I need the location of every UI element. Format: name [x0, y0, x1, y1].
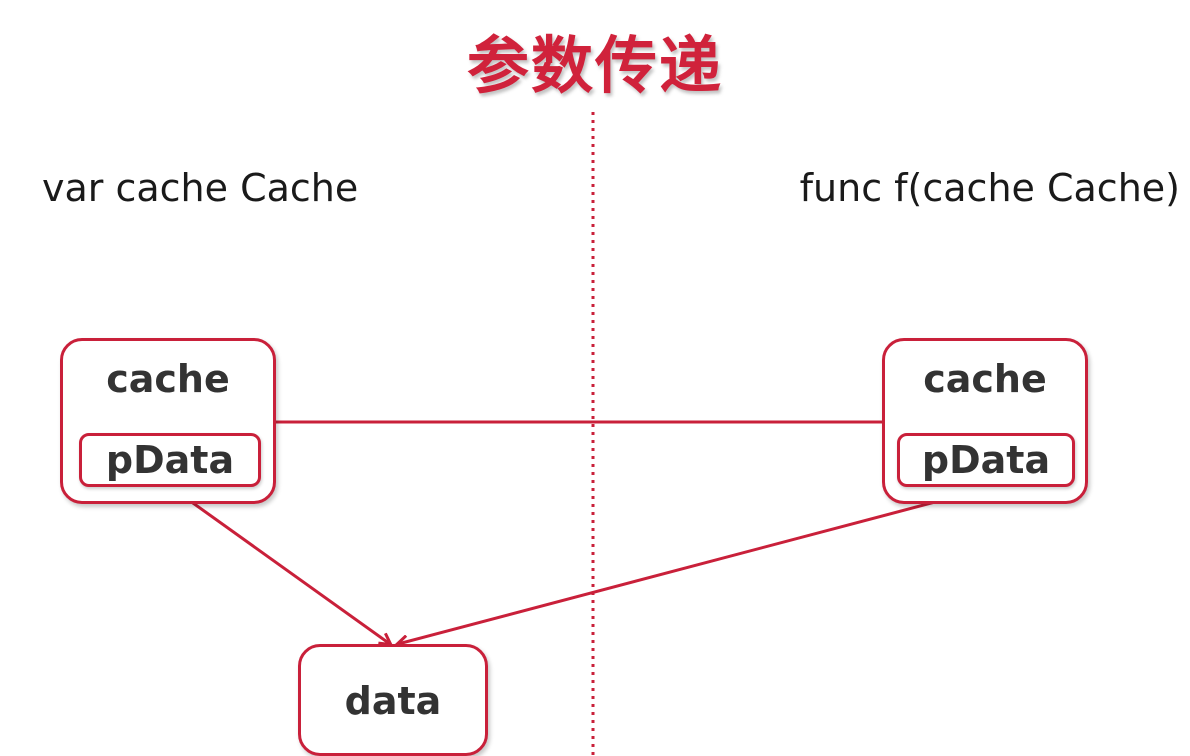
right-pointer-arrow [398, 486, 989, 644]
right-cache-struct: cache pData [882, 338, 1088, 504]
right-declaration: func f(cache Cache) [799, 166, 1180, 210]
data-label: data [344, 679, 442, 723]
right-cache-label: cache [923, 357, 1047, 401]
left-cache-struct: cache pData [60, 338, 276, 504]
left-pdata-field: pData [79, 433, 261, 487]
page-title: 参数传递 [466, 29, 723, 102]
data-node: data [298, 644, 488, 756]
left-cache-label: cache [106, 357, 230, 401]
right-pdata-field: pData [897, 433, 1075, 487]
left-pointer-arrow [171, 486, 390, 644]
left-declaration: var cache Cache [42, 166, 359, 210]
